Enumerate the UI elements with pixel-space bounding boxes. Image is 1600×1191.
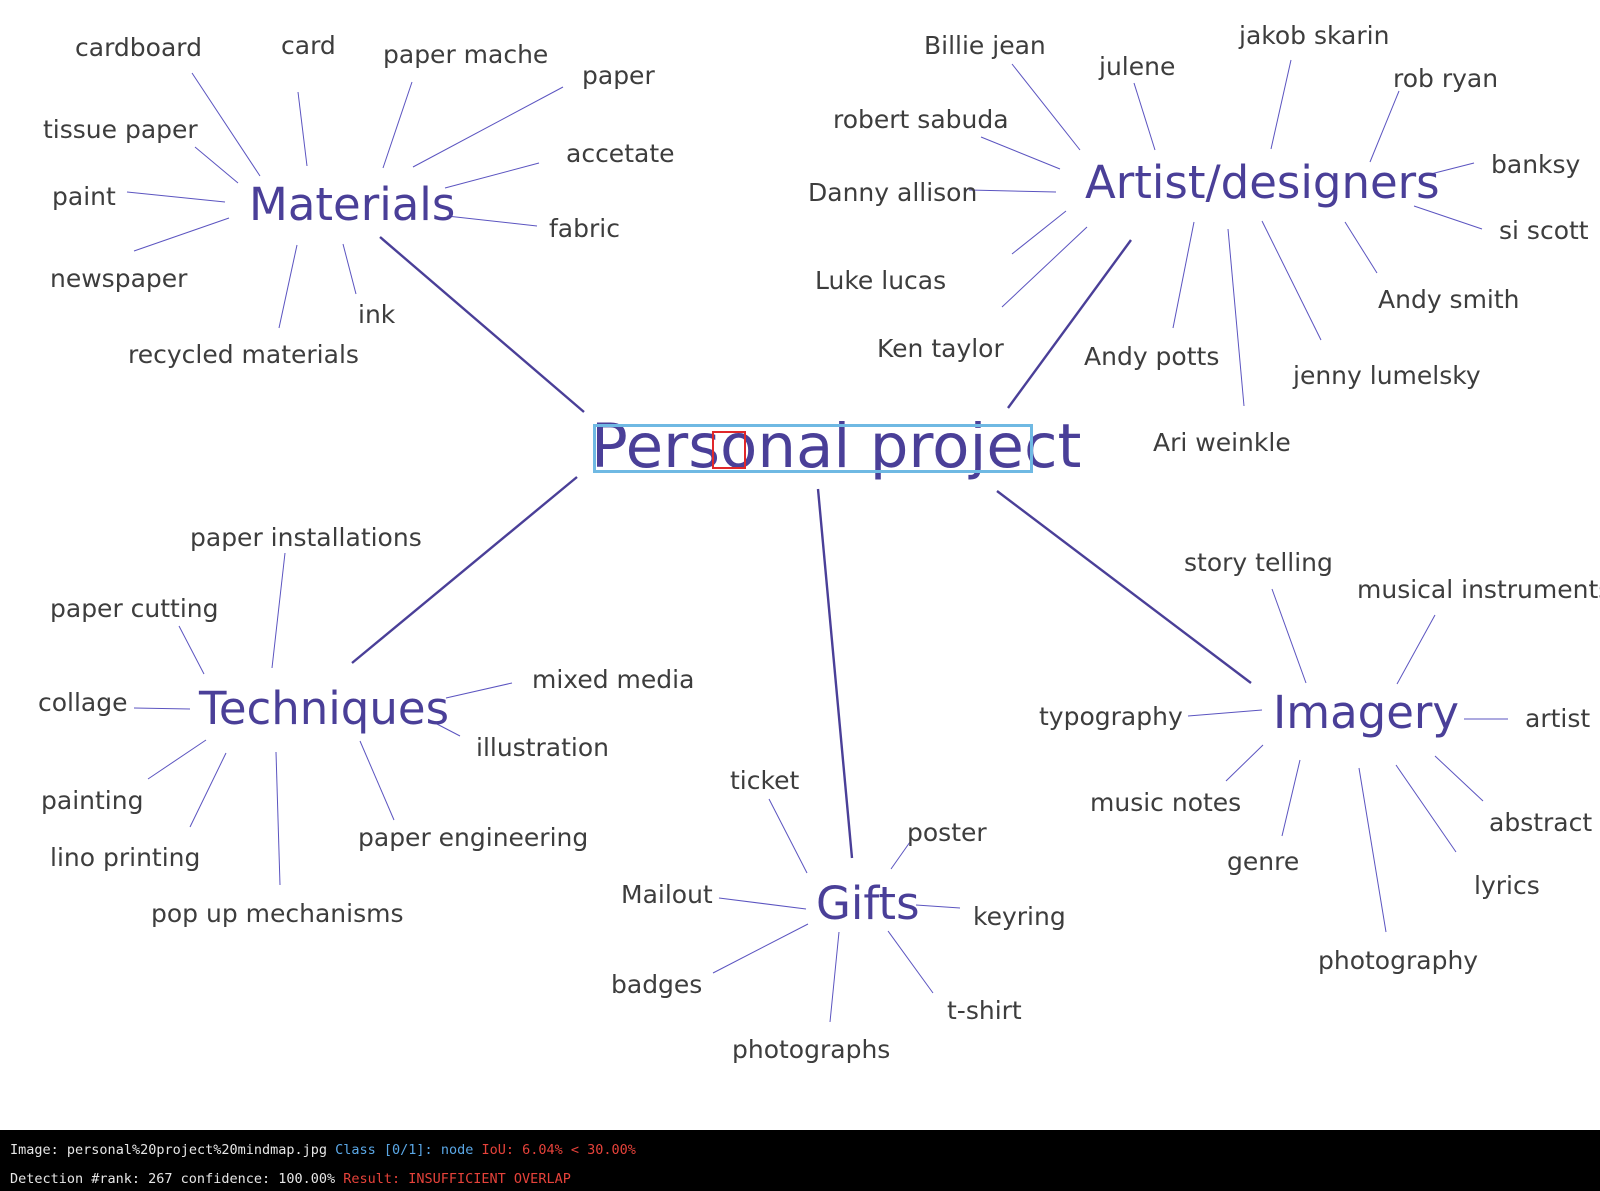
- result-readout: Result: INSUFFICIENT OVERLAP: [343, 1171, 571, 1187]
- status-line-detection: Detection #rank: 267 confidence: 100.00%…: [10, 1171, 571, 1187]
- leaf-gift: ticket: [730, 766, 800, 795]
- branch-gifts: Gifts: [816, 877, 920, 930]
- selection-bounding-box: [593, 424, 1033, 473]
- leaf-material: cardboard: [75, 33, 202, 62]
- leaf-material: tissue paper: [43, 115, 198, 144]
- branch-techniques: Techniques: [199, 682, 450, 735]
- leaf-imagery: typography: [1039, 702, 1183, 731]
- leaf-gift: photographs: [732, 1035, 891, 1064]
- leaf-artist: banksy: [1491, 150, 1581, 179]
- connector-artists: [1007, 239, 1132, 409]
- leaf-imagery: story telling: [1184, 548, 1333, 577]
- leaf-technique: painting: [41, 786, 144, 815]
- leaf-gift: keyring: [973, 902, 1066, 931]
- branch-imagery: Imagery: [1273, 686, 1460, 739]
- leaf-gift: t-shirt: [947, 996, 1022, 1025]
- connector-lines: [126, 59, 1508, 1023]
- detection-bounding-box: [712, 431, 746, 469]
- leaf-artist: Andy potts: [1084, 342, 1220, 371]
- leaf-imagery: genre: [1227, 847, 1300, 876]
- leaf-material: paint: [52, 182, 116, 211]
- leaf-material: recycled materials: [128, 340, 359, 369]
- leaf-artist: julene: [1099, 52, 1176, 81]
- leaf-material: paper mache: [383, 40, 549, 69]
- leaf-artist: si scott: [1499, 216, 1589, 245]
- leaf-material: accetate: [566, 139, 675, 168]
- class-label: Class [0/1]:: [335, 1142, 433, 1158]
- leaf-artist: Ari weinkle: [1153, 428, 1291, 457]
- leaf-material: card: [281, 31, 336, 60]
- connector-imagery: [996, 490, 1252, 684]
- leaf-artist: Ken taylor: [877, 334, 1004, 363]
- branch-materials: Materials: [249, 178, 456, 231]
- leaf-gift: Mailout: [621, 880, 713, 909]
- leaf-artist: Billie jean: [924, 31, 1046, 60]
- mind-map: Personal project Materials Artist/design…: [38, 21, 1600, 1064]
- leaf-imagery: music notes: [1090, 788, 1242, 817]
- leaf-imagery: photography: [1318, 946, 1479, 975]
- image-name: personal%20project%20mindmap.jpg: [66, 1142, 328, 1158]
- leaf-imagery: lyrics: [1474, 871, 1540, 900]
- leaf-gift: poster: [907, 818, 987, 847]
- leaf-imagery: musical instruments: [1357, 575, 1600, 604]
- leaf-artist: Danny allison: [808, 178, 978, 207]
- connector-gifts: [816, 488, 854, 859]
- leaf-material: ink: [358, 300, 396, 329]
- connector-materials: [379, 236, 585, 413]
- leaf-imagery: artist: [1525, 704, 1591, 733]
- leaf-artist: robert sabuda: [833, 105, 1009, 134]
- leaf-technique: pop up mechanisms: [151, 899, 404, 928]
- leaf-technique: lino printing: [50, 843, 201, 872]
- leaf-material: newspaper: [50, 264, 188, 293]
- leaf-technique: mixed media: [532, 665, 695, 694]
- detection-readout: Detection #rank: 267 confidence: 100.00%: [10, 1171, 336, 1187]
- class-value: node: [440, 1142, 474, 1158]
- leaf-technique: illustration: [476, 733, 609, 762]
- branch-artist-designers: Artist/designers: [1085, 156, 1440, 209]
- leaf-technique: paper installations: [190, 523, 422, 552]
- leaf-gift: badges: [611, 970, 703, 999]
- leaf-technique: paper cutting: [50, 594, 219, 623]
- leaf-material: paper: [582, 61, 655, 90]
- leaf-artist: Andy smith: [1378, 285, 1520, 314]
- image-label: Image:: [10, 1142, 59, 1158]
- leaf-material: fabric: [549, 214, 620, 243]
- leaf-artist: jakob skarin: [1239, 21, 1390, 50]
- status-bar: Image: personal%20project%20mindmap.jpg …: [0, 1130, 1600, 1191]
- leaf-technique: collage: [38, 688, 128, 717]
- status-line-image: Image: personal%20project%20mindmap.jpg …: [10, 1142, 636, 1158]
- leaf-technique: paper engineering: [358, 823, 589, 852]
- leaf-imagery: abstract: [1489, 808, 1593, 837]
- leaf-artist: Luke lucas: [815, 266, 947, 295]
- iou-readout: IoU: 6.04% < 30.00%: [481, 1142, 636, 1158]
- leaf-artist: jenny lumelsky: [1293, 361, 1481, 390]
- connector-techniques: [351, 476, 578, 664]
- leaf-artist: rob ryan: [1393, 64, 1499, 93]
